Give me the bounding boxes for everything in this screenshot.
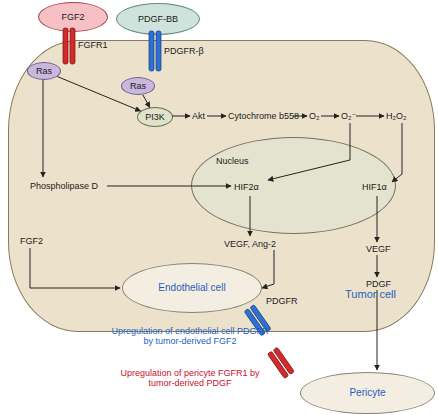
cell-label: Pericyte: [349, 387, 385, 399]
cell-label: Ras: [130, 81, 146, 91]
annotation-note: Upregulation of pericyte FGFR1 by tumor-…: [110, 368, 270, 388]
cell-label: Tumor cell: [345, 288, 396, 301]
cell-shape: Ras: [121, 77, 155, 95]
molecule-label: VEGF: [366, 244, 391, 254]
molecule-label: HIF1α: [362, 182, 387, 192]
molecule-label: Phospholipase D: [30, 181, 98, 191]
cell-shape: Ras: [27, 62, 61, 80]
molecule-label: Cytochrome b558: [228, 111, 299, 121]
molecule-label: Akt: [192, 111, 205, 121]
molecule-label: FGFR1: [78, 40, 108, 50]
cell-label: Nucleus: [216, 156, 249, 166]
cell-label: Endothelial cell: [158, 282, 225, 294]
molecule-label: O₂⁻: [341, 111, 356, 121]
molecule-label: PDGFR-β: [164, 46, 204, 56]
cell-label: Ras: [36, 66, 52, 76]
cell-shape: Pericyte: [300, 372, 435, 414]
molecule-label: O₂: [309, 111, 320, 121]
molecule-label: PDGF: [366, 279, 391, 289]
cell-label: PI3K: [145, 112, 165, 122]
molecule-label: H₂O₂: [386, 111, 407, 121]
molecule-label: VEGF, Ang-2: [224, 239, 276, 249]
molecule-label: HIF2α: [234, 182, 259, 192]
cell-label: FGF2: [61, 12, 84, 22]
pericyte-fgfr1: [267, 347, 294, 378]
cell-shape: PDGF-BB: [116, 3, 200, 35]
cell-label: PDGF-BB: [138, 14, 178, 24]
cell-shape: FGF2: [38, 2, 108, 32]
cell-shape: Endothelial cell: [122, 263, 262, 313]
molecule-label: PDGFR: [266, 296, 298, 306]
molecule-label: FGF2: [20, 236, 43, 246]
annotation-note: Upregulation of endothelial cell PDGFR b…: [110, 326, 270, 346]
cell-shape: PI3K: [137, 107, 173, 127]
